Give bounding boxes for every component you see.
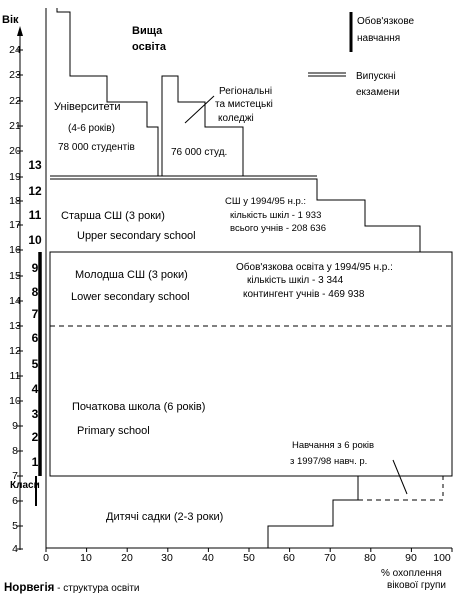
grade-number: 11 — [28, 208, 42, 222]
caption-country: Норвегія — [4, 582, 55, 594]
grade-number: 6 — [31, 331, 39, 345]
universities-name: Університети — [54, 101, 121, 113]
age-tick-marks — [17, 49, 23, 550]
colleges-students: 76 000 студ. — [171, 147, 228, 158]
x-tick-label: 70 — [324, 552, 336, 564]
figure-caption: Норвегія - структура освіти — [4, 582, 140, 595]
x-axis-label-line2: вікової групи — [387, 580, 446, 591]
age-tick-label: 16 — [9, 244, 21, 256]
x-tick-label: 10 — [80, 552, 92, 564]
legend-compulsory-text: Обов'язкове навчання — [357, 16, 415, 44]
grade-number: 1 — [31, 455, 39, 469]
age-tick-label: 10 — [9, 395, 21, 407]
x-axis-label-line1: % охоплення — [381, 568, 442, 579]
x-tick-label: 90 — [405, 552, 417, 564]
age-tick-label: 19 — [9, 171, 21, 183]
x-tick-label: 50 — [243, 552, 255, 564]
age-tick-label: 8 — [12, 445, 18, 457]
note-line1: Навчання з 6 років — [292, 440, 375, 451]
age-tick-label: 9 — [12, 420, 18, 432]
lower-secondary-title-en: Lower secondary school — [71, 291, 190, 303]
universities-students: 78 000 студентів — [58, 142, 135, 153]
grade-number: 10 — [28, 233, 42, 247]
x-tick-label: 60 — [283, 552, 295, 564]
higher-education-title-line2: освіта — [132, 41, 167, 53]
upper-secondary-stats-line1: СШ у 1994/95 н.р.: — [225, 196, 307, 207]
universities-duration: (4-6 років) — [68, 123, 115, 134]
grade-number: 7 — [31, 307, 39, 321]
age-tick-label: 4 — [12, 543, 18, 555]
x-tick-label: 40 — [202, 552, 214, 564]
lower-secondary-stats-line3: контингент учнів - 469 938 — [243, 289, 365, 300]
grade-number: 9 — [31, 261, 39, 275]
higher-education-title-line1: Вища — [132, 25, 163, 37]
y-axis-bottom-label: Класи — [10, 480, 40, 491]
legend-exams-line: Випускні екзамени — [356, 69, 426, 101]
age-tick-label: 13 — [9, 320, 21, 332]
upper-secondary-stats-line2: кількість шкіл - 1 933 — [230, 210, 322, 221]
x-tick-label: 80 — [364, 552, 376, 564]
colleges-name-line2: та мистецькі — [215, 99, 273, 110]
age-tick-label: 14 — [9, 295, 21, 307]
x-tick-marks — [45, 548, 453, 552]
upper-secondary-stats-line3: всього учнів - 208 636 — [230, 223, 326, 234]
age-tick-label: 12 — [9, 345, 21, 357]
age-tick-label: 15 — [9, 270, 21, 282]
compulsory-box — [49, 251, 453, 477]
legend-exams-text: Випускні екзамени — [356, 71, 400, 98]
age-tick-label: 17 — [9, 219, 21, 231]
grade-number: 12 — [28, 184, 42, 198]
age-tick-label: 11 — [9, 370, 21, 382]
y-axis-label: Вік — [2, 14, 19, 26]
upper-secondary-title-ua: Старша СШ (3 роки) — [61, 210, 165, 222]
upper-secondary-title-en: Upper secondary school — [77, 230, 196, 242]
colleges-outline — [161, 75, 244, 176]
grade-number: 3 — [31, 407, 39, 421]
upper-secondary-outline — [50, 178, 421, 252]
age-tick-label: 21 — [9, 120, 21, 132]
lower-secondary-title-ua: Молодша СШ (3 роки) — [75, 269, 188, 281]
legend-compulsory-line: Обов'язкове навчання — [357, 13, 447, 47]
x-tick-label: 30 — [161, 552, 173, 564]
note-line2: з 1997/98 навч. р. — [290, 456, 368, 467]
grade-number: 5 — [31, 357, 39, 371]
caption-rest: - структура освіти — [54, 583, 140, 594]
grade-number: 8 — [31, 285, 39, 299]
x-tick-label: 20 — [121, 552, 133, 564]
primary-title-en: Primary school — [77, 425, 150, 437]
lower-secondary-stats-line1: Обов'язкова освіта у 1994/95 н.р.: — [236, 262, 393, 273]
colleges-pointer-line — [184, 95, 215, 124]
colleges-name-line1: Регіональні — [219, 86, 273, 97]
colleges-name-line3: коледжі — [218, 113, 254, 124]
note-pointer-line — [392, 459, 408, 495]
age-tick-label: 20 — [9, 145, 21, 157]
grade-number: 2 — [31, 430, 39, 444]
x-tick-label: 100 — [433, 552, 451, 564]
kindergarten-label: Дитячі садки (2-3 роки) — [106, 511, 224, 523]
universities-outline — [56, 8, 159, 176]
age-tick-label: 6 — [12, 495, 18, 507]
age-tick-label: 5 — [12, 520, 18, 532]
age-tick-label: 24 — [9, 44, 21, 56]
lower-secondary-stats-line2: кількість шкіл - 3 344 — [247, 275, 344, 286]
y-axis-arrowhead — [17, 26, 23, 36]
x-tick-label: 0 — [43, 552, 49, 564]
age-tick-label: 7 — [12, 470, 18, 482]
kindergarten-outline — [267, 476, 359, 548]
age-tick-label: 18 — [9, 195, 21, 207]
grade-number: 4 — [31, 382, 39, 396]
age-tick-label: 23 — [9, 69, 21, 81]
grade-number: 13 — [28, 158, 42, 172]
age-tick-label: 22 — [9, 95, 21, 107]
primary-title-ua: Початкова школа (6 років) — [72, 401, 206, 413]
